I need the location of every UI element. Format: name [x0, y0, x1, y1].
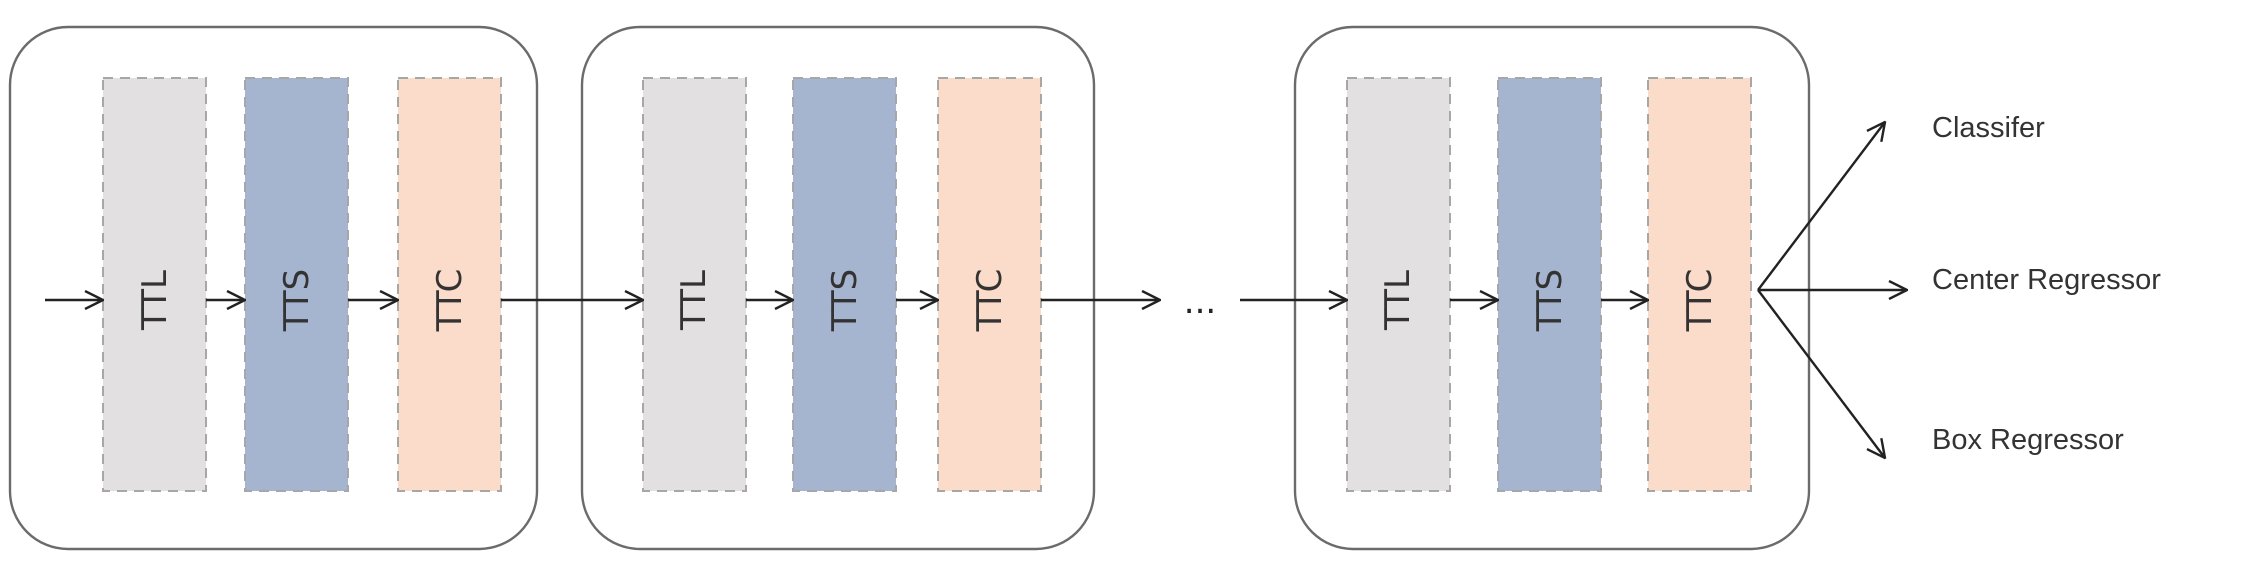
flow-arrows: [45, 122, 1907, 458]
stage-1: TTL TTS TTC: [8, 25, 539, 551]
ellipsis: ...: [1184, 282, 1216, 322]
output-label-center-regressor: Center Regressor: [1932, 264, 2161, 296]
stage-3: TTL TTS TTC: [1293, 25, 1811, 551]
stage-1-tts-label: TTS: [277, 269, 317, 333]
arrow-to-classifier: [1757, 122, 1885, 291]
stage-2-tts-label: TTS: [825, 269, 865, 333]
stage-3-tts-block: [1497, 77, 1602, 492]
output-label-box-regressor: Box Regressor: [1932, 424, 2124, 456]
stage-2-ttl-label: TTL: [674, 270, 714, 331]
output-label-classifier: Classifer: [1932, 112, 2045, 144]
stage-1-ttc-block: [397, 77, 502, 492]
stage-1-ttl-label: TTL: [135, 270, 175, 331]
stage-3-ttc-block: [1647, 77, 1752, 492]
stage-3-ttl-block: [1346, 77, 1451, 492]
stage-2-tts-block: [792, 77, 897, 492]
stage-1-tts-block: [244, 77, 349, 492]
stage-1-ttc-label: TTC: [430, 269, 470, 333]
stage-2-ttc-block: [937, 77, 1042, 492]
stage-2: TTL TTS TTC: [580, 25, 1096, 551]
stage-2-ttc-label: TTC: [970, 269, 1010, 333]
arrow-to-box-regressor: [1757, 289, 1885, 458]
stage-3-ttl-label: TTL: [1378, 270, 1418, 331]
stage-3-tts-label: TTS: [1530, 269, 1570, 333]
stage-3-ttc-label: TTC: [1680, 269, 1720, 333]
stage-2-ttl-block: [642, 77, 747, 492]
stage-1-ttl-block: [102, 77, 207, 492]
